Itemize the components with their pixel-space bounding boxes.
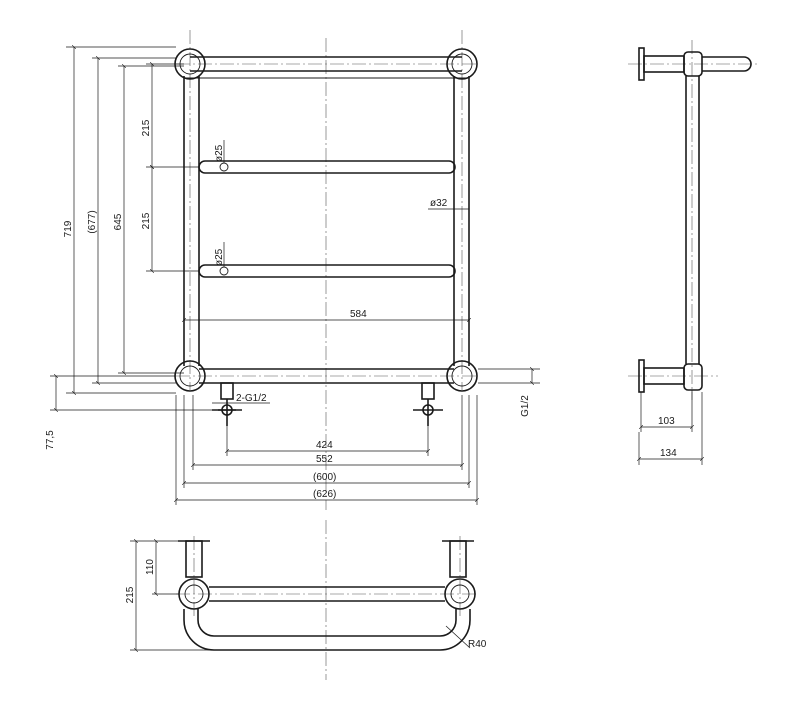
label-depth-bracket: 110 [145, 559, 156, 575]
label-rail-width: 584 [350, 309, 367, 320]
dim-center-height: (677) [87, 58, 176, 383]
label-overall-depth: 134 [660, 448, 677, 459]
dim-rail-spacing: 215 215 [141, 64, 199, 271]
label-bend-radius: R40 [468, 639, 487, 650]
front-view: 719 (677) 645 215 215 ø25 ø25 ø32 [45, 30, 540, 510]
label-valve-offset: 77,5 [45, 430, 56, 450]
label-center-height: (677) [87, 210, 98, 233]
dim-depth-bracket: 110 [145, 541, 179, 594]
valve-right [413, 382, 443, 426]
dim-valve-offset: 77,5 [45, 376, 212, 450]
top-bracket-left [178, 540, 210, 578]
dim-rail-width: 584 [184, 309, 469, 320]
dim-center-width: (600) [184, 395, 469, 488]
frame-left-tube [183, 76, 200, 366]
top-view: 215 110 R40 [125, 520, 487, 680]
valve-left [212, 382, 242, 426]
label-valve-spacing: 424 [316, 440, 333, 451]
top-bracket-right [442, 540, 474, 578]
label-inner-width: 552 [316, 454, 333, 465]
dim-valve-spacing: 424 [227, 426, 428, 456]
label-center-width: (600) [313, 472, 336, 483]
middle-rail-2 [198, 264, 456, 278]
dim-overall-height: 719 [63, 47, 176, 393]
label-frame-diameter: ø32 [430, 198, 448, 209]
label-thread: G1/2 [520, 395, 531, 417]
label-depth-total: 215 [125, 586, 136, 603]
label-connection: 2-G1/2 [236, 393, 267, 404]
label-rail-spacing-top: 215 [141, 119, 152, 136]
dim-inner-width: 552 [193, 395, 462, 470]
label-rail-height: 645 [113, 213, 124, 230]
label-wall-distance: 103 [658, 416, 675, 427]
side-vertical-tube [685, 76, 700, 364]
label-overall-height: 719 [63, 220, 74, 237]
top-fitting-right [444, 578, 476, 610]
side-top-fitting [683, 51, 752, 77]
middle-rail-1 [198, 160, 456, 174]
dim-overall-width: (626) [176, 395, 477, 505]
label-rail-spacing-mid: 215 [141, 212, 152, 229]
dim-overall-depth: 134 [639, 392, 702, 465]
label-rail-diameter-top: ø25 [214, 144, 225, 162]
frame-right-tube [453, 76, 470, 366]
top-rail-u-bend [183, 609, 471, 651]
side-bottom-fitting [683, 363, 703, 391]
dim-depth-total: 215 [125, 541, 214, 650]
bottom-rail [199, 368, 454, 384]
side-view: 103 134 [628, 40, 760, 465]
corner-fitting-top-right [446, 48, 478, 80]
corner-fitting-bottom-right [446, 360, 478, 392]
top-rail-straight [209, 586, 445, 602]
label-overall-width: (626) [313, 489, 336, 500]
dim-wall-distance: 103 [641, 390, 692, 432]
dim-bend-radius: R40 [445, 625, 487, 650]
label-rail-diameter-mid: ø25 [214, 248, 225, 266]
dim-thread: G1/2 [478, 369, 540, 417]
top-rail [186, 56, 466, 79]
